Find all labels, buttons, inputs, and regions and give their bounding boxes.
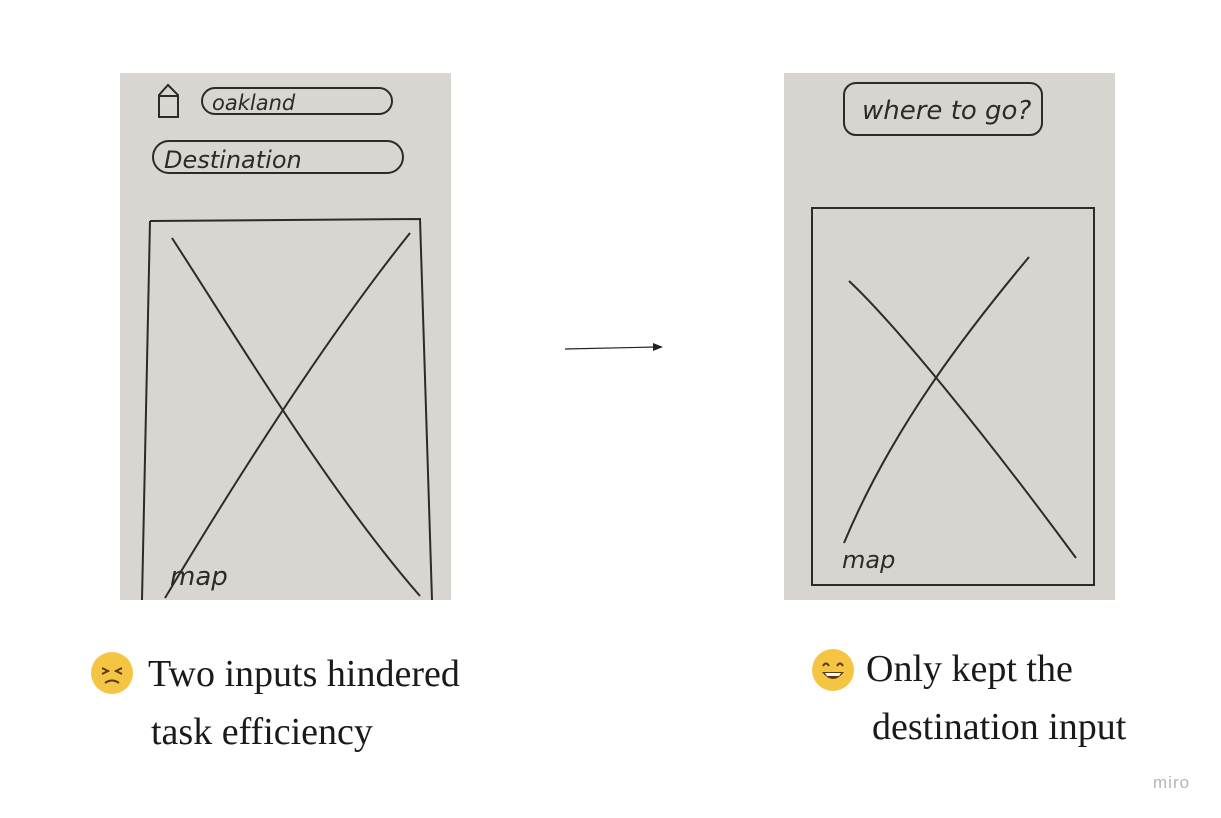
- start-location-input[interactable]: [201, 87, 393, 115]
- map-label: map: [170, 562, 228, 592]
- destination-text: Destination: [164, 146, 302, 174]
- caption-after-line2: destination input: [872, 706, 1127, 748]
- grinning-face-emoji-icon: [812, 649, 854, 691]
- sketch-after: where to go? map: [784, 73, 1115, 600]
- map-placeholder: [141, 217, 433, 600]
- caption-after-line1: Only kept the: [866, 648, 1073, 690]
- start-location-text: oakland: [212, 91, 296, 115]
- home-icon: [158, 83, 179, 118]
- miro-watermark: miro: [1153, 773, 1191, 792]
- sketch-after-drawing: where to go? map: [811, 82, 1095, 586]
- caption-before-line1: Two inputs hindered: [148, 653, 460, 695]
- caption-after: Only kept the destination input: [812, 640, 1127, 756]
- persevering-face-emoji-icon: [91, 652, 133, 694]
- where-to-go-input[interactable]: [843, 82, 1043, 136]
- caption-before-line2: task efficiency: [151, 711, 373, 753]
- sketch-before: oakland Destination map: [120, 73, 451, 600]
- sketch-before-drawing: oakland Destination map: [141, 83, 433, 600]
- map-placeholder: [811, 207, 1095, 586]
- destination-input[interactable]: [152, 140, 404, 174]
- caption-before: Two inputs hindered task efficiency: [91, 645, 460, 761]
- right-arrow-icon: [564, 343, 663, 351]
- where-to-go-text: where to go?: [862, 96, 1031, 126]
- map-label: map: [842, 546, 895, 574]
